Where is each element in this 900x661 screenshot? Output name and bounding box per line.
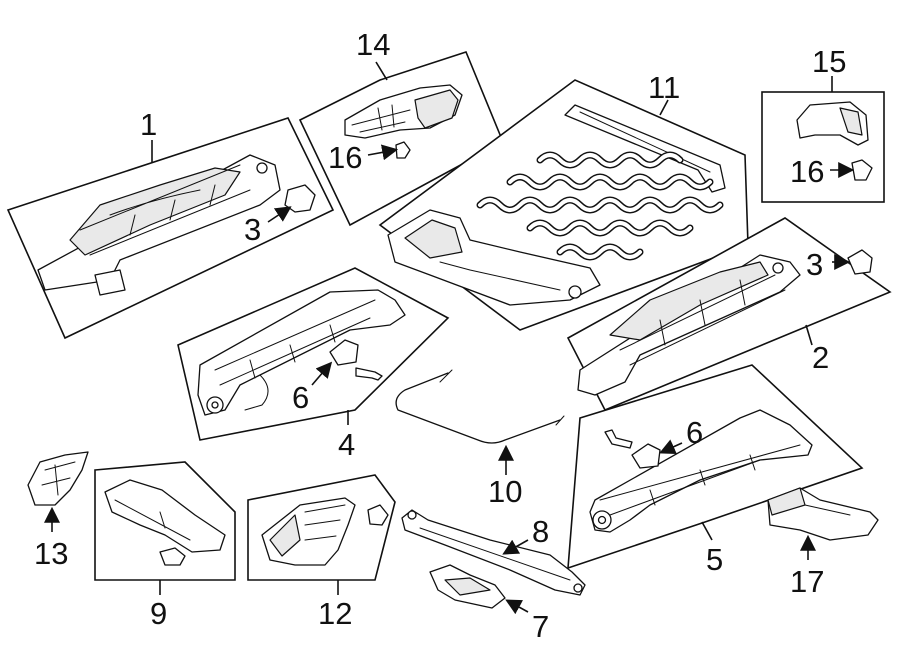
part-5-adjuster[interactable] — [589, 409, 813, 533]
part-11-cushion-frame[interactable] — [387, 104, 726, 306]
callout-13: 13 — [34, 536, 68, 571]
part-17-duct[interactable] — [767, 487, 879, 541]
part-12-clip[interactable] — [367, 504, 389, 526]
part-7-module[interactable] — [429, 564, 506, 609]
part-17-group[interactable] — [767, 487, 879, 560]
part-2-leader — [805, 324, 813, 346]
callout-16-upper: 16 — [328, 140, 362, 175]
part-13-bracket[interactable] — [27, 451, 89, 506]
part-3-right-bracket[interactable] — [847, 249, 873, 275]
callout-6-upper: 6 — [292, 380, 309, 415]
callout-11: 11 — [648, 70, 680, 105]
part-8-leader — [502, 539, 529, 555]
part-3-left-leader — [267, 206, 292, 223]
part-13-group[interactable] — [27, 451, 89, 532]
part-3-left-bracket[interactable] — [284, 184, 316, 213]
part-1-seat-track[interactable] — [37, 154, 281, 296]
part-14-leader — [375, 61, 388, 81]
callout-17: 17 — [790, 564, 824, 599]
part-9-clip[interactable] — [159, 547, 186, 566]
callout-6-lower: 6 — [686, 415, 703, 450]
callout-2: 2 — [812, 340, 829, 375]
callout-3-right: 3 — [806, 247, 823, 282]
part-4-group[interactable] — [177, 267, 450, 441]
part-8-plate[interactable] — [401, 509, 586, 596]
callout-10: 10 — [488, 474, 522, 509]
part-1-group[interactable] — [6, 117, 335, 340]
part-9-cover[interactable] — [104, 479, 226, 553]
part-8-group[interactable] — [401, 509, 586, 596]
callout-14: 14 — [356, 27, 390, 62]
part-14-cover[interactable] — [344, 84, 463, 139]
callout-3-left: 3 — [244, 212, 261, 247]
part-11-leader — [659, 99, 669, 116]
callout-7: 7 — [532, 609, 549, 644]
callout-9: 9 — [150, 596, 167, 631]
callout-12: 12 — [318, 596, 352, 631]
part-16-upper-leader — [367, 144, 399, 161]
part-15-group[interactable] — [761, 76, 885, 203]
callout-1: 1 — [140, 107, 157, 142]
callout-5: 5 — [706, 542, 723, 577]
callout-15: 15 — [812, 44, 846, 79]
part-9-group[interactable] — [94, 461, 236, 595]
part-12-group[interactable] — [247, 474, 396, 595]
part-16-clip-lower[interactable] — [851, 159, 873, 181]
part-6-lower-bracket[interactable] — [631, 443, 661, 469]
part-15-cover[interactable] — [796, 101, 869, 146]
part-2-group[interactable] — [566, 217, 892, 412]
part-6-upper-bracket[interactable] — [329, 339, 359, 366]
part-11-group[interactable] — [378, 79, 749, 331]
part-7-leader — [505, 599, 529, 615]
seat-springs — [476, 151, 724, 261]
part-10-rod[interactable] — [395, 372, 561, 444]
part-10-group[interactable] — [395, 369, 565, 475]
part-2-seat-track[interactable] — [577, 254, 801, 396]
part-5-leader — [701, 521, 713, 541]
callout-16-lower: 16 — [790, 154, 824, 189]
part-5-bolt[interactable] — [604, 429, 633, 449]
callout-8: 8 — [532, 514, 549, 549]
part-12-cover[interactable] — [261, 497, 356, 566]
callout-4: 4 — [338, 427, 355, 462]
part-6-upper-leader — [311, 361, 333, 386]
part-7-group[interactable] — [429, 564, 529, 615]
part-6-lower-leader — [659, 439, 683, 455]
part-4-bolt[interactable] — [355, 367, 383, 381]
part-14-group[interactable] — [298, 51, 505, 227]
part-4-adjuster[interactable] — [197, 289, 406, 416]
part-5-group[interactable] — [567, 364, 864, 570]
